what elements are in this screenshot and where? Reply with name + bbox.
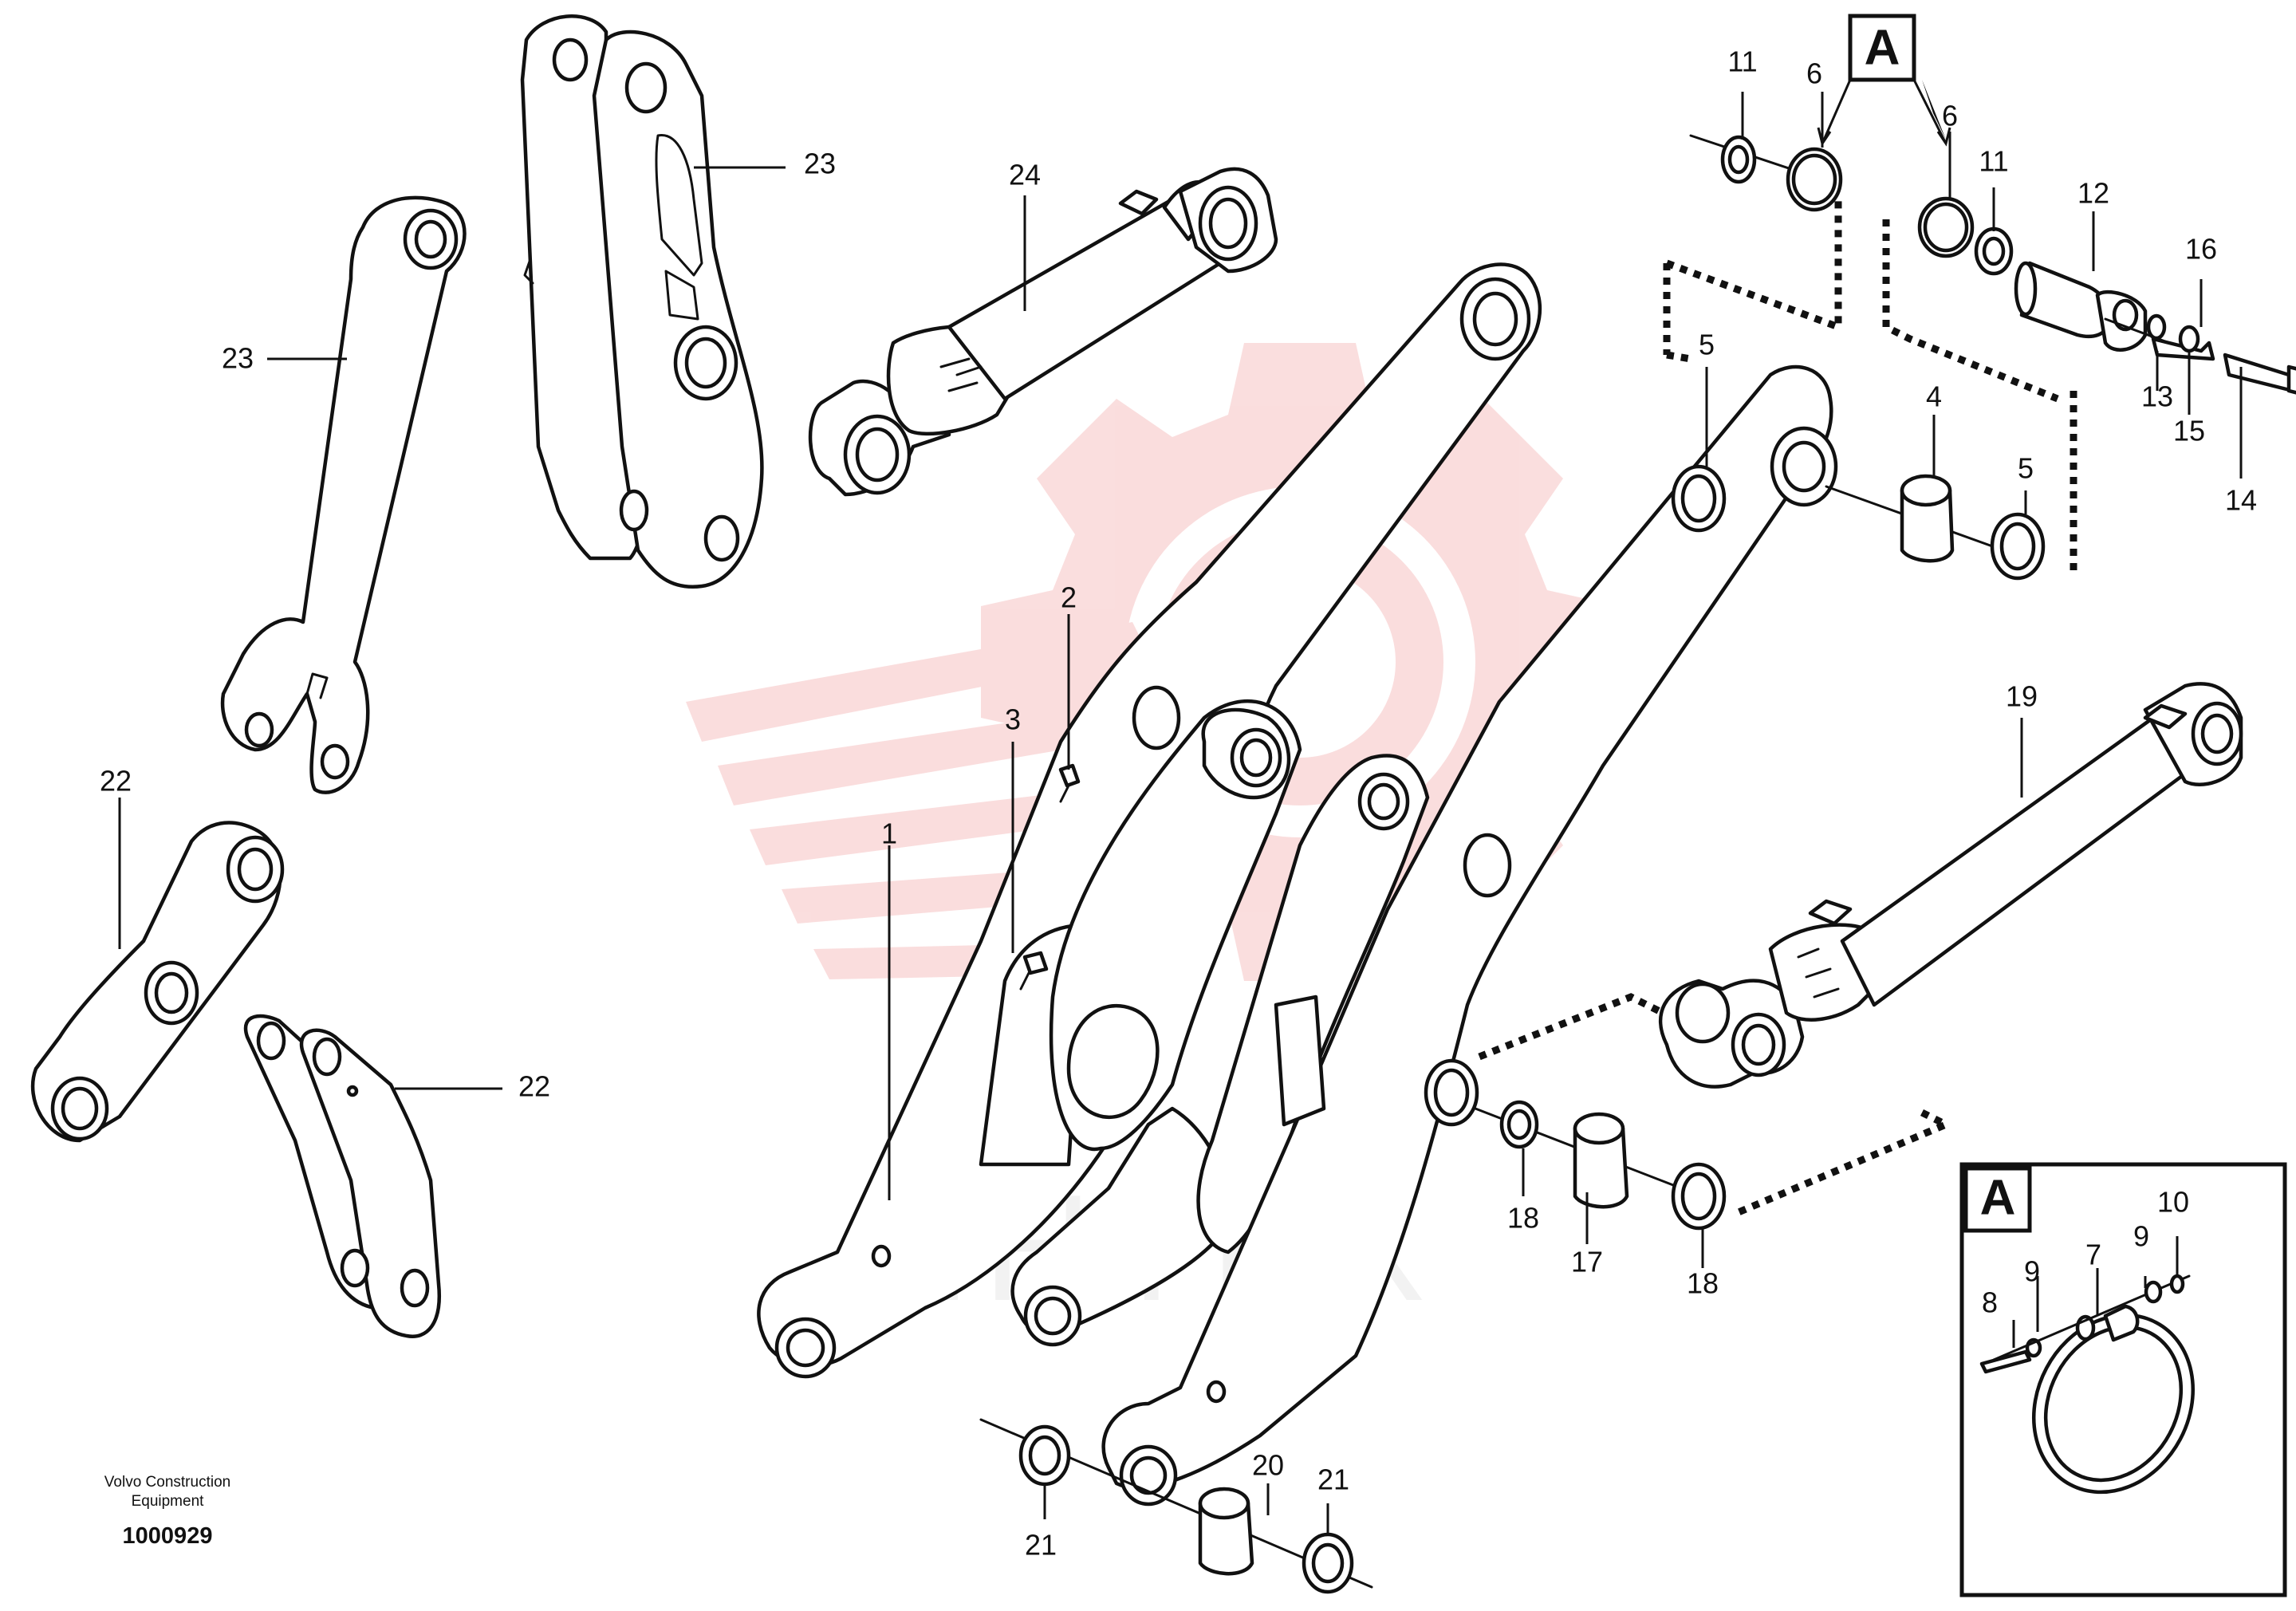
callout-9-left: 9 xyxy=(2024,1255,2040,1288)
part-22-link-bar xyxy=(30,821,285,1143)
callout-20: 20 xyxy=(1252,1449,1284,1482)
svg-text:A: A xyxy=(1980,1170,2016,1225)
callout-5-right: 5 xyxy=(2018,452,2034,485)
callout-17: 17 xyxy=(1571,1246,1603,1278)
callout-4: 4 xyxy=(1926,380,1942,413)
hardware-group-bottom xyxy=(979,1418,1373,1594)
callout-24: 24 xyxy=(1009,159,1041,191)
company-name-line1: Volvo Construction xyxy=(104,1474,230,1491)
svg-text:A: A xyxy=(1865,20,1900,75)
callout-labels: 1 2 3 4 5 5 6 6 11 11 12 13 14 15 16 17 … xyxy=(100,45,2257,1562)
hardware-group-middle xyxy=(1424,1058,1727,1231)
company-name-line2: Equipment xyxy=(132,1493,205,1510)
callout-22-upper: 22 xyxy=(100,765,132,798)
callout-15: 15 xyxy=(2173,415,2205,447)
part-1-lift-arm-frame xyxy=(757,262,1838,1507)
callout-11-left: 11 xyxy=(1727,45,1757,78)
part-23-plate xyxy=(520,14,764,589)
part-19-lift-cylinder xyxy=(1658,682,2243,1089)
detail-a-box: A xyxy=(1959,1162,2287,1597)
callout-13: 13 xyxy=(2141,380,2173,413)
callout-19: 19 xyxy=(2006,680,2038,713)
callout-16: 16 xyxy=(2185,233,2217,266)
part-24-tilt-cylinder xyxy=(808,167,1278,497)
callout-5-left: 5 xyxy=(1699,329,1715,361)
callout-3: 3 xyxy=(1005,703,1021,736)
callout-22-lower: 22 xyxy=(518,1070,550,1103)
callout-21-right: 21 xyxy=(1317,1463,1349,1496)
callout-6-right: 6 xyxy=(1942,100,1958,132)
callout-10: 10 xyxy=(2157,1186,2189,1219)
callout-11-right: 11 xyxy=(1979,145,2008,178)
callout-23-left: 23 xyxy=(222,342,254,375)
part-23-link-arm xyxy=(220,195,467,794)
callout-7: 7 xyxy=(2085,1239,2101,1271)
callout-14: 14 xyxy=(2225,484,2257,517)
callout-9-right: 9 xyxy=(2133,1220,2149,1253)
hardware-group-top-right xyxy=(1671,134,2296,581)
callout-18-left: 18 xyxy=(1507,1202,1539,1235)
leader-lines xyxy=(118,92,2243,1535)
callout-6-left: 6 xyxy=(1806,57,1822,90)
callout-8: 8 xyxy=(1982,1286,1998,1319)
footer-info: Volvo Construction Equipment 1000929 xyxy=(104,1474,230,1549)
callout-12: 12 xyxy=(2077,177,2109,210)
part-22-curved-links xyxy=(243,1014,442,1338)
detail-a-marker: A xyxy=(1817,14,1951,147)
callout-21-left: 21 xyxy=(1025,1529,1057,1562)
callout-18-right: 18 xyxy=(1687,1267,1719,1300)
callout-2: 2 xyxy=(1061,581,1077,614)
callout-23-top: 23 xyxy=(804,148,836,180)
drawing-number: 1000929 xyxy=(123,1523,213,1549)
callout-1: 1 xyxy=(881,817,897,850)
exploded-view-brackets xyxy=(1478,195,2077,1216)
